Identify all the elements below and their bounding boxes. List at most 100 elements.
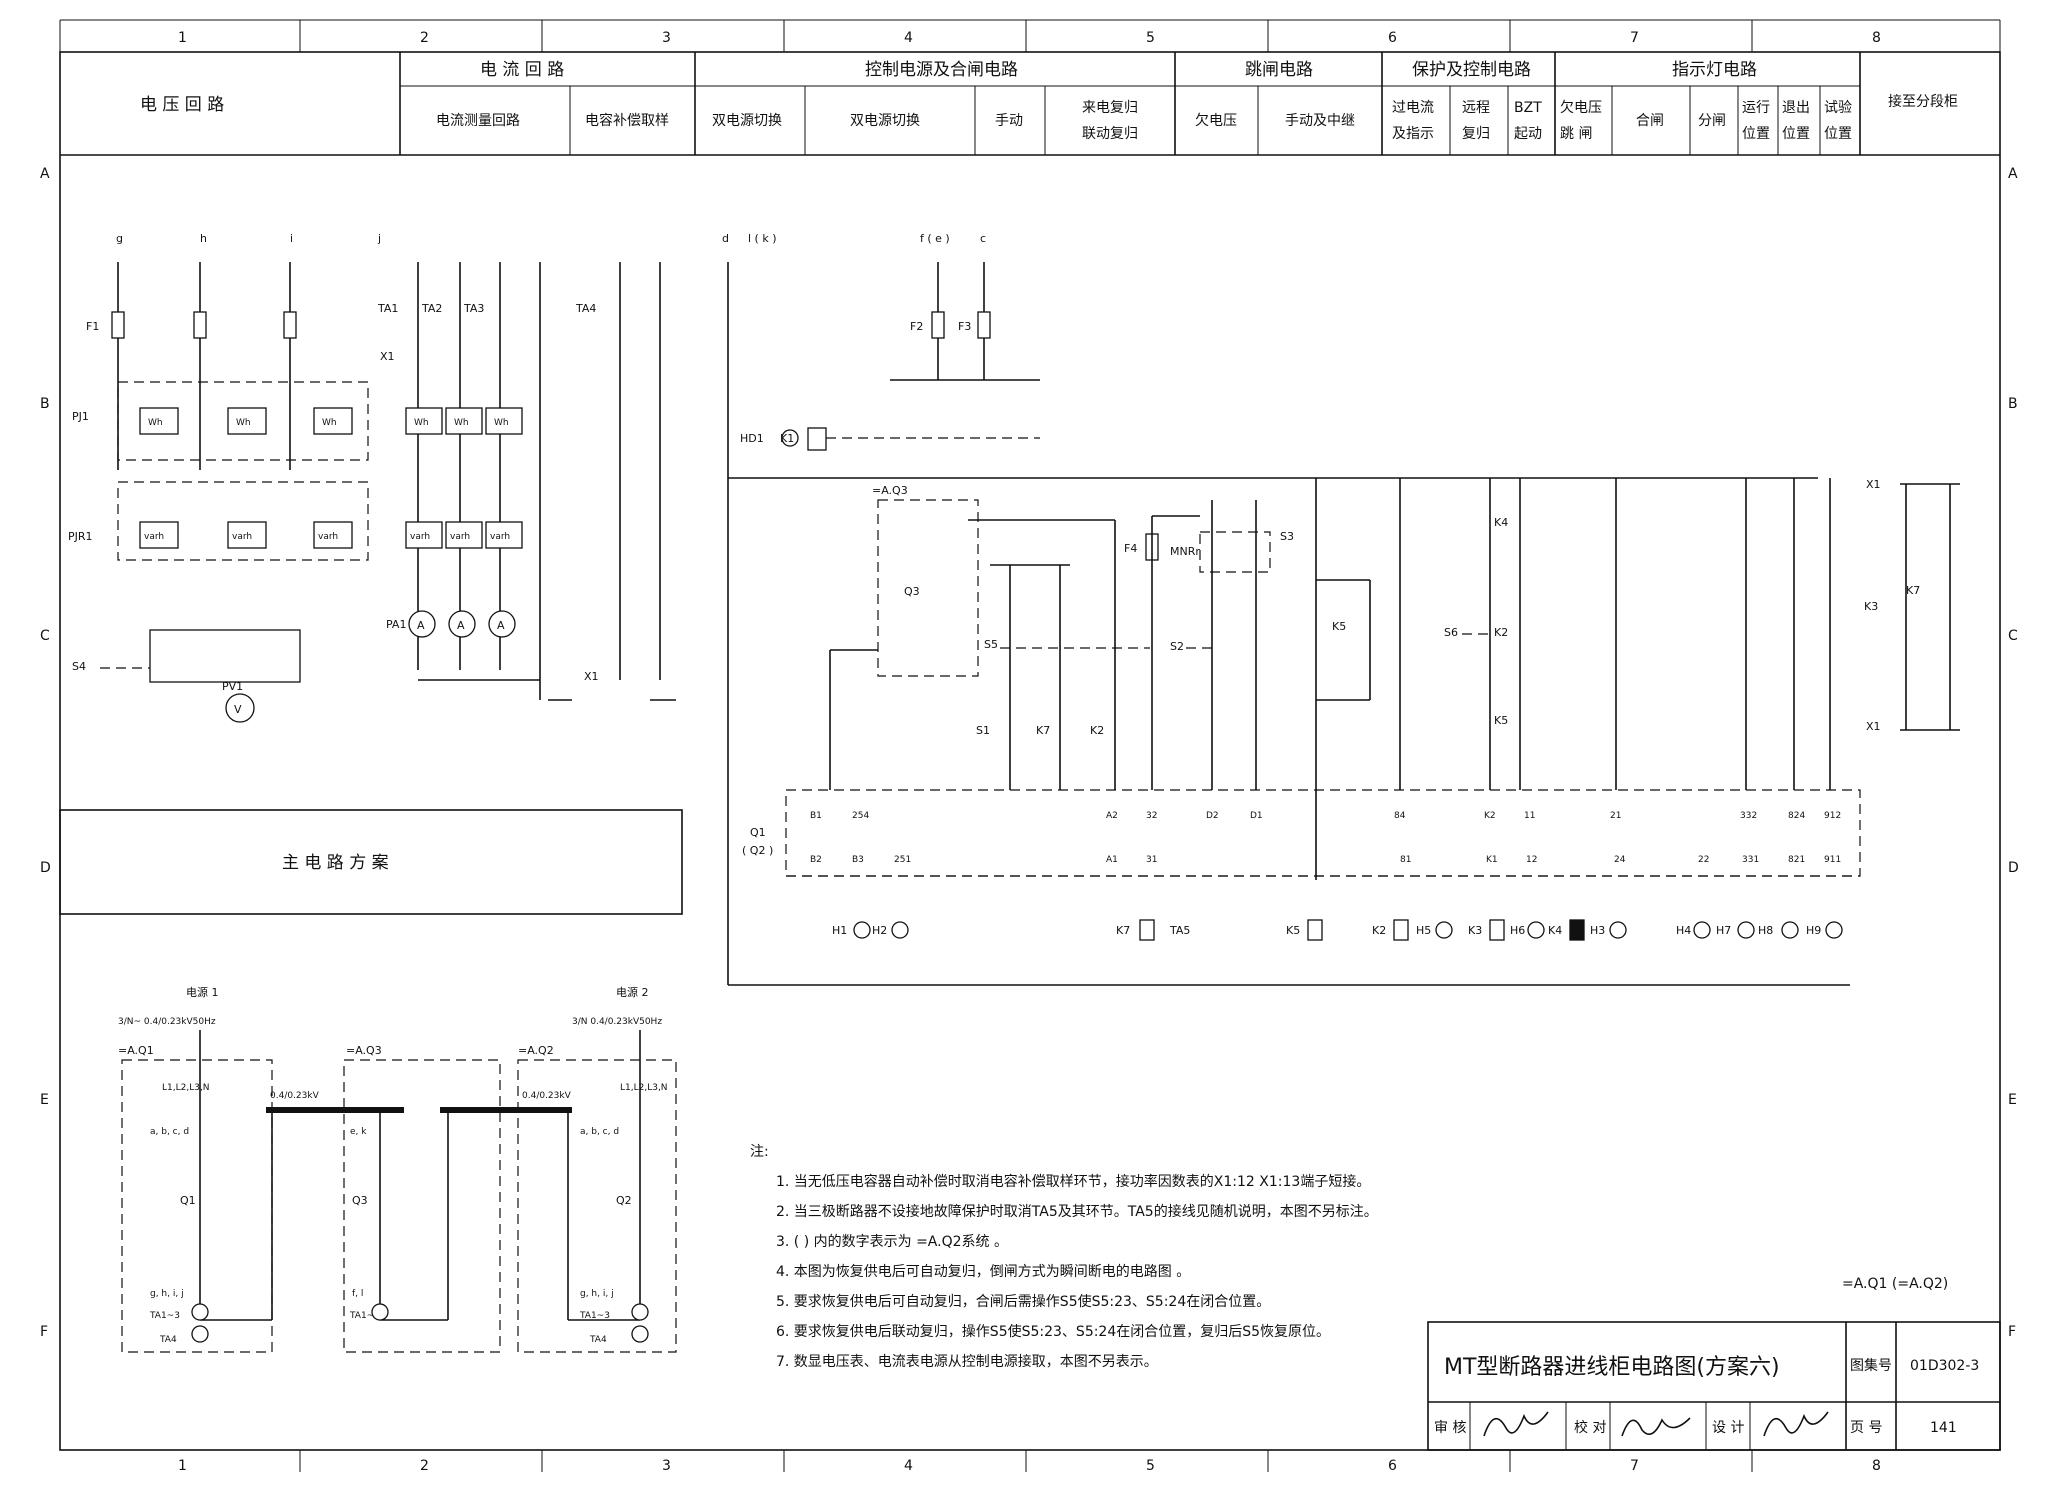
atlas-number: 01D302-3 xyxy=(1910,1358,1979,1374)
term-top: 824 xyxy=(1788,811,1805,821)
l123n-2: L1,L2,L3,N xyxy=(620,1083,668,1093)
relay-k3-coil xyxy=(1489,919,1505,941)
atlas-label: 图集号 xyxy=(1850,1357,1892,1374)
wh-3: Wh xyxy=(322,418,337,428)
applies-to: =A.Q1 (=A.Q2) xyxy=(1842,1276,1948,1292)
wh-6: Wh xyxy=(494,418,509,428)
abcd-1: a, b, c, d xyxy=(150,1127,189,1137)
hdr-trip-group: 跳闸电路 xyxy=(1245,60,1313,80)
fuse-f2 xyxy=(931,311,945,339)
grid-top: 1 2 3 4 5 6 7 8 xyxy=(59,19,2001,52)
label-h6: H6 xyxy=(1510,924,1525,937)
label-mnr: MNRr xyxy=(1170,545,1200,558)
hdr-cap-comp: 电容补偿取样 xyxy=(585,112,669,129)
label-lk: l ( k ) xyxy=(748,232,777,245)
label-ta5: TA5 xyxy=(1169,924,1190,937)
ct-icon xyxy=(191,1303,209,1321)
label-k5-c: K5 xyxy=(1332,620,1346,633)
ammeter-icon xyxy=(488,610,516,638)
label-ta2: TA2 xyxy=(421,302,442,315)
label-s4: S4 xyxy=(72,660,86,673)
hdr-dual-switch-1: 双电源切换 xyxy=(712,112,782,129)
col-label-b5: 5 xyxy=(1146,1458,1155,1474)
signature-design xyxy=(1763,1411,1829,1437)
label-s1: S1 xyxy=(976,724,990,737)
lamp-hd1-icon xyxy=(781,429,799,447)
wh-4: Wh xyxy=(414,418,429,428)
hdr-auto-reset-1: 来电复归 xyxy=(1082,99,1138,116)
label-aq2: =A.Q2 xyxy=(518,1044,554,1057)
note-item: 7. 数显电压表、电流表电源从控制电源接取，本图不另表示。 xyxy=(776,1353,1158,1370)
row-label-f: F xyxy=(40,1324,48,1340)
indicator-row: H1 H2 K7 TA5 K5 K2 H5 K3 H6 K4 H3 H4 H7 xyxy=(832,919,1843,941)
label-k7-c: K7 xyxy=(1036,724,1050,737)
term-bot: K1 xyxy=(1486,855,1498,865)
ct-icon xyxy=(371,1303,389,1321)
col-label-6: 6 xyxy=(1388,30,1397,46)
note-item: 4. 本图为恢复供电后可自动复归，倒闸方式为瞬间断电的电路图 。 xyxy=(776,1263,1190,1280)
hdr-test-2: 位置 xyxy=(1824,126,1852,142)
wh-2: Wh xyxy=(236,418,251,428)
row-label-c-r: C xyxy=(2008,628,2018,644)
ammeter-a3: A xyxy=(497,619,505,632)
term-top: 254 xyxy=(852,811,869,821)
hdr-exit-1: 退出 xyxy=(1782,100,1810,116)
page-number: 141 xyxy=(1930,1420,1957,1436)
varh-5: varh xyxy=(450,532,470,542)
term-bot: 24 xyxy=(1614,855,1626,865)
signature-review xyxy=(1483,1411,1549,1437)
hdr-manual-relay: 手动及中继 xyxy=(1285,113,1355,129)
ek-label: e, k xyxy=(350,1127,367,1137)
term-top: 912 xyxy=(1824,811,1841,821)
voltmeter-icon xyxy=(225,693,255,723)
label-c: c xyxy=(980,232,986,245)
term-top: 84 xyxy=(1394,811,1406,821)
label-k7-r: K7 xyxy=(1906,584,1920,597)
term-top: 32 xyxy=(1146,811,1157,821)
ct-icon xyxy=(191,1325,209,1343)
main-circuit-title: 主 电 路 方 案 xyxy=(282,853,389,873)
label-f1: F1 xyxy=(86,320,99,333)
fuse-f3 xyxy=(977,311,991,339)
label-h2: H2 xyxy=(872,924,887,937)
hdr-auto-reset-2: 联动复归 xyxy=(1082,125,1138,142)
row-label-a-r: A xyxy=(2008,166,2018,182)
label-h4: H4 xyxy=(1676,924,1691,937)
label-k7: K7 xyxy=(1116,924,1130,937)
col-label-b8: 8 xyxy=(1872,1458,1881,1474)
col-label-b3: 3 xyxy=(662,1458,671,1474)
label-k2-d: K2 xyxy=(1494,626,1508,639)
col-label-2: 2 xyxy=(420,30,429,46)
row-label-d-r: D xyxy=(2008,860,2019,876)
term-top: K2 xyxy=(1484,811,1496,821)
col-label-3: 3 xyxy=(662,30,671,46)
term-top: D2 xyxy=(1206,811,1219,821)
control-circuit: d l ( k ) f ( e ) c F2 F3 HD1 K1 =A.Q3 Q… xyxy=(722,232,1960,986)
hdr-bzt-2: 起动 xyxy=(1514,126,1542,142)
term-bot: 821 xyxy=(1788,855,1805,865)
breaker-q3: Q3 xyxy=(352,1194,368,1207)
term-bot: 251 xyxy=(894,855,911,865)
label-g: g xyxy=(116,232,123,245)
varh-2: varh xyxy=(232,532,252,542)
grid-bottom: 1 2 3 4 5 6 7 8 xyxy=(60,1449,2000,1474)
lamp-icon xyxy=(1693,921,1711,939)
note-item: 6. 要求恢复供电后联动复归，操作S5使S5:23、S5:24在闭合位置，复归后… xyxy=(776,1323,1330,1340)
voltmeter-v: V xyxy=(234,703,242,716)
col-label-b7: 7 xyxy=(1630,1458,1639,1474)
col-label-7: 7 xyxy=(1630,30,1639,46)
label-d: d xyxy=(722,232,729,245)
pv1-selector xyxy=(149,629,301,683)
row-label-b: B xyxy=(40,396,50,412)
l123n-1: L1,L2,L3,N xyxy=(162,1083,210,1093)
label-f2: F2 xyxy=(910,320,923,333)
col-label-b2: 2 xyxy=(420,1458,429,1474)
term-bot: 31 xyxy=(1146,855,1157,865)
label-ta3: TA3 xyxy=(463,302,484,315)
col-label-b4: 4 xyxy=(904,1458,913,1474)
label-aq3-main: =A.Q3 xyxy=(346,1044,382,1057)
lamp-icon xyxy=(1527,921,1545,939)
label-i: i xyxy=(290,232,293,245)
main-circuit-scheme: 主 电 路 方 案 电源 1 3/N~ 0.4/0.23kV50Hz 电源 2 … xyxy=(59,809,683,1353)
term-bot: A1 xyxy=(1106,855,1118,865)
